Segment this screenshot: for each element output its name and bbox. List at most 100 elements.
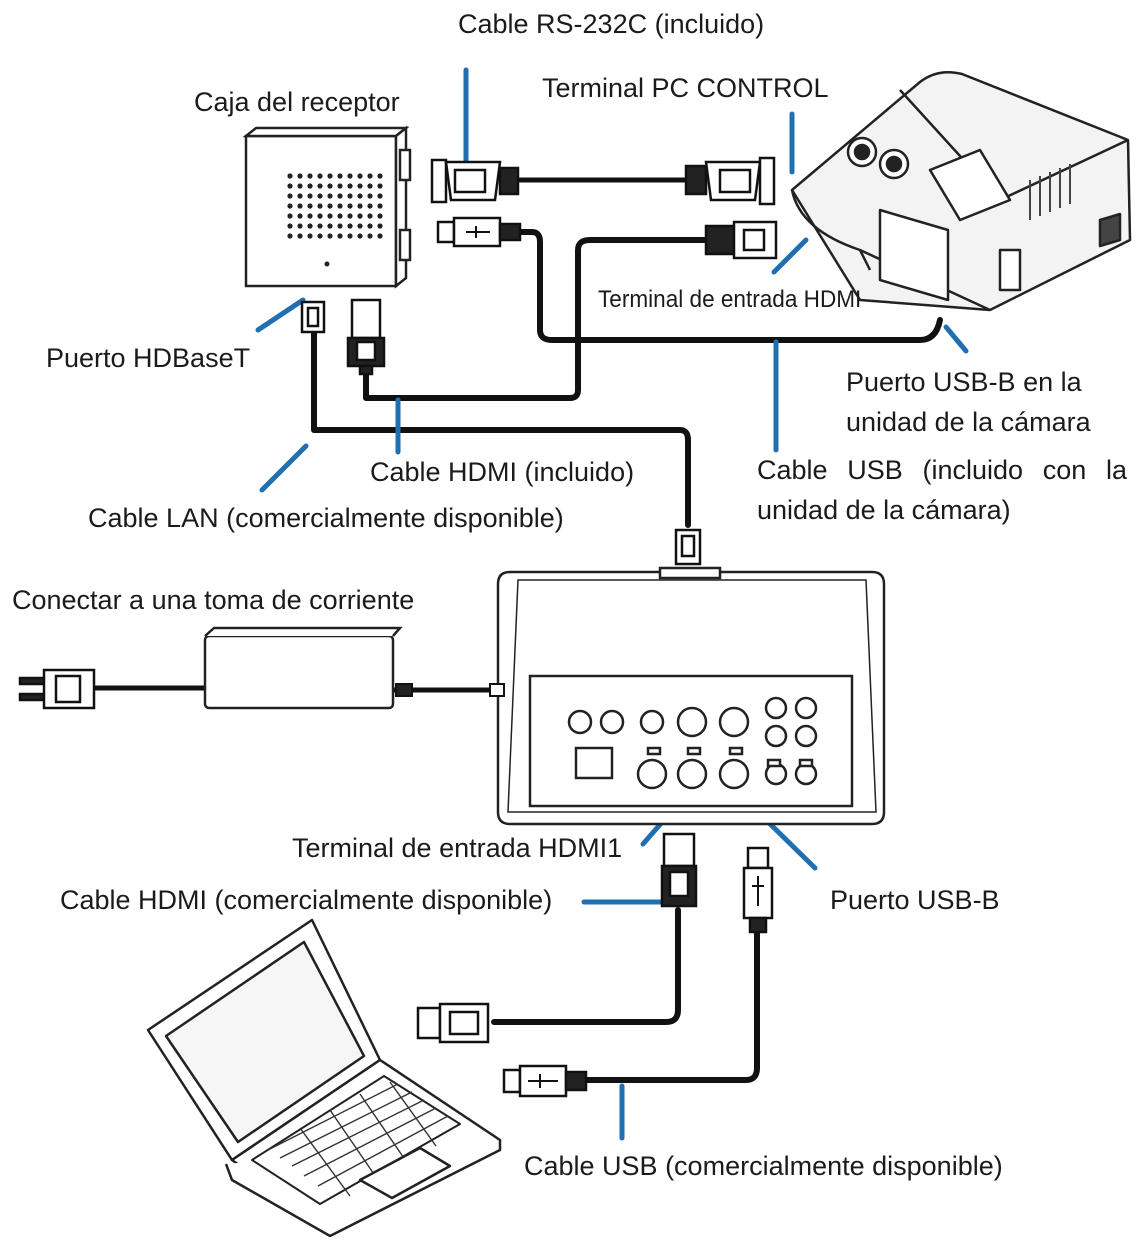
- vent-hole: [377, 213, 383, 219]
- indicator-led: [728, 746, 744, 756]
- vent-hole: [347, 223, 353, 229]
- lan-connector-transmitter: [674, 528, 702, 566]
- jack-port: [794, 724, 818, 748]
- hdmi-connector-projector: [704, 220, 778, 260]
- vent-hole: [307, 203, 313, 209]
- jack-port: [676, 706, 708, 738]
- vent-hole: [337, 183, 343, 189]
- label-usbb-camera-line1: Puerto USB-B en la: [846, 367, 1082, 397]
- label-hdmi1-input: Terminal de entrada HDMI1: [292, 833, 623, 863]
- vent-hole: [287, 203, 293, 209]
- jack-port: [567, 709, 593, 735]
- label-hdmi-commercial: Cable HDMI (comercialmente disponible): [60, 885, 553, 915]
- label-hdmi-input: Terminal de entrada HDMI: [598, 286, 862, 313]
- vent-hole: [357, 233, 363, 239]
- jack-port: [794, 696, 818, 720]
- vent-hole: [317, 193, 323, 199]
- vent-hole: [287, 223, 293, 229]
- transmitter-jacks: [567, 696, 818, 790]
- vent-hole: [297, 183, 303, 189]
- vent-hole: [367, 183, 373, 189]
- rs232-connector-left: [430, 158, 520, 204]
- vent-hole: [347, 183, 353, 189]
- vent-hole: [367, 173, 373, 179]
- label-hdbaset-port: Puerto HDBaseT: [46, 343, 251, 373]
- vent-hole: [347, 193, 353, 199]
- vent-hole: [347, 203, 353, 209]
- vent-hole: [317, 203, 323, 209]
- vent-hole: [287, 233, 293, 239]
- vent-hole: [377, 203, 383, 209]
- vent-hole: [307, 173, 313, 179]
- vent-hole: [337, 223, 343, 229]
- leader-lines: [255, 67, 969, 1141]
- vent-hole: [297, 233, 303, 239]
- vent-hole: [327, 223, 333, 229]
- hdmi-included-cable: [363, 237, 715, 401]
- vent-hole: [377, 183, 383, 189]
- leader-lan: [259, 443, 309, 493]
- jack-port: [636, 758, 668, 790]
- hdmi-connector-transmitter: [660, 832, 698, 908]
- vent-hole: [357, 203, 363, 209]
- vent-hole: [287, 193, 293, 199]
- vent-hole: [377, 223, 383, 229]
- label-hdmi-included: Cable HDMI (incluido): [370, 457, 635, 487]
- vent-hole: [367, 223, 373, 229]
- vent-hole: [347, 173, 353, 179]
- vent-hole: [337, 193, 343, 199]
- vent-hole: [297, 193, 303, 199]
- jack-port: [764, 696, 788, 720]
- vent-hole: [327, 213, 333, 219]
- vent-hole: [297, 203, 303, 209]
- vent-hole: [297, 223, 303, 229]
- vent-hole: [307, 213, 313, 219]
- vent-hole: [337, 233, 343, 239]
- label-receiver-box: Caja del receptor: [194, 87, 400, 117]
- usb-camera-cable: [517, 229, 943, 343]
- vent-hole: [367, 203, 373, 209]
- vent-hole: [307, 193, 313, 199]
- vent-hole: [327, 233, 333, 239]
- adapter-plug-right: [395, 683, 505, 697]
- hdmi-commercial-cable: [491, 907, 681, 1025]
- vent-hole: [377, 233, 383, 239]
- receiver-vent-grid: [287, 173, 383, 239]
- vent-hole: [357, 213, 363, 219]
- vent-hole: [367, 193, 373, 199]
- vent-hole: [347, 213, 353, 219]
- indicator-led: [766, 758, 782, 768]
- label-usbb-camera-line2: unidad de la cámara: [846, 407, 1091, 437]
- jack-port: [764, 724, 788, 748]
- label-pc-control: Terminal PC CONTROL: [542, 73, 829, 103]
- vent-hole: [327, 183, 333, 189]
- usb-commercial-cable: [581, 927, 760, 1083]
- vent-hole: [337, 213, 343, 219]
- vent-hole: [357, 193, 363, 199]
- vent-hole: [317, 223, 323, 229]
- power-plug-icon: [18, 668, 96, 710]
- label-usb-commercial: Cable USB (comercialmente disponible): [524, 1151, 1003, 1181]
- vent-hole: [307, 233, 313, 239]
- indicator-led: [686, 746, 702, 756]
- receiver-box: [242, 125, 412, 289]
- vent-hole: [377, 173, 383, 179]
- indicator-led: [798, 758, 814, 768]
- vent-hole: [317, 183, 323, 189]
- indicator-led: [646, 746, 662, 756]
- vent-hole: [287, 183, 293, 189]
- jack-port: [639, 709, 665, 735]
- usb-plug-camera: [436, 216, 522, 248]
- usb-connector-transmitter: [742, 846, 774, 934]
- vent-hole: [317, 213, 323, 219]
- vent-hole: [337, 173, 343, 179]
- hdmi-connector-receiver: [346, 298, 386, 376]
- vent-hole: [307, 223, 313, 229]
- power-adapter: [203, 626, 403, 710]
- vent-hole: [297, 173, 303, 179]
- vent-hole: [377, 193, 383, 199]
- jack-port: [718, 758, 750, 790]
- vent-hole: [307, 183, 313, 189]
